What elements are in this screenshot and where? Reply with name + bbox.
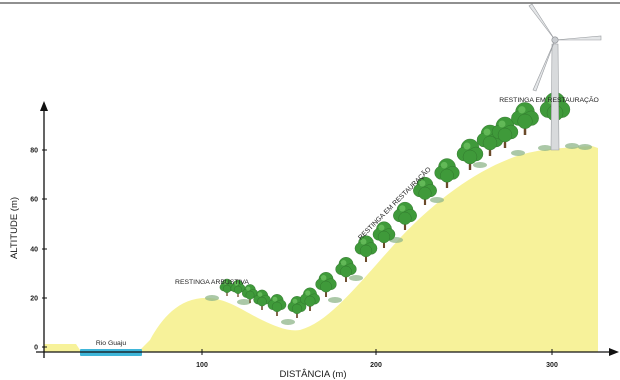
y-axis-title: ALTITUDE (m)	[9, 197, 20, 259]
tree-icon	[434, 158, 460, 188]
tree-icon	[372, 221, 396, 248]
vegetation-trees	[205, 92, 592, 325]
tree-icon	[300, 287, 320, 311]
x-axis-arrow	[609, 348, 619, 356]
shrub-icon	[205, 295, 219, 301]
y-tick-label: 40	[30, 247, 38, 254]
tree-icon	[230, 279, 246, 297]
wind-turbine-icon	[528, 3, 602, 151]
shrub-icon	[328, 297, 342, 303]
shrub-icon	[511, 150, 525, 156]
x-tick-label: 200	[370, 362, 382, 369]
shrub-icon	[430, 197, 444, 203]
tree-icon	[253, 289, 271, 310]
tree-icon	[456, 138, 484, 170]
tree-icon	[354, 235, 378, 262]
shrub-icon	[578, 144, 592, 150]
tree-icon	[511, 102, 539, 135]
shrub-icon	[473, 162, 487, 168]
tree-icon	[267, 294, 287, 316]
tree-icon	[315, 271, 337, 297]
tree-icon	[287, 296, 307, 318]
y-tick-label: 80	[30, 148, 38, 155]
tree-icon	[491, 116, 519, 148]
tree-icon	[413, 176, 437, 205]
terrain-profile	[44, 146, 598, 352]
tree-icon	[335, 256, 357, 282]
x-tick-label: 300	[546, 362, 558, 369]
y-axis-arrow	[40, 101, 48, 111]
y-tick-label: 60	[30, 197, 38, 204]
x-tick-label: 100	[196, 362, 208, 369]
shrub-icon	[237, 299, 251, 305]
shrub-icon	[538, 145, 552, 151]
tree-icon	[393, 201, 417, 230]
shrub-icon	[565, 143, 579, 149]
y-tick-label: 0	[34, 345, 38, 352]
shrub-icon	[349, 275, 363, 281]
x-axis-title: DISTÂNCIA (m)	[279, 369, 346, 380]
shrub-icon	[281, 319, 295, 325]
shrub-restinga-label: RESTINGA ARBUSTIVA	[175, 279, 249, 286]
tree-icon	[476, 124, 504, 156]
restoration-top-label: RESTINGA EM RESTAURAÇÃO	[499, 95, 599, 104]
y-tick-label: 20	[30, 296, 38, 303]
river-label: Rio Guaju	[96, 340, 126, 347]
tree-icon	[241, 284, 259, 303]
